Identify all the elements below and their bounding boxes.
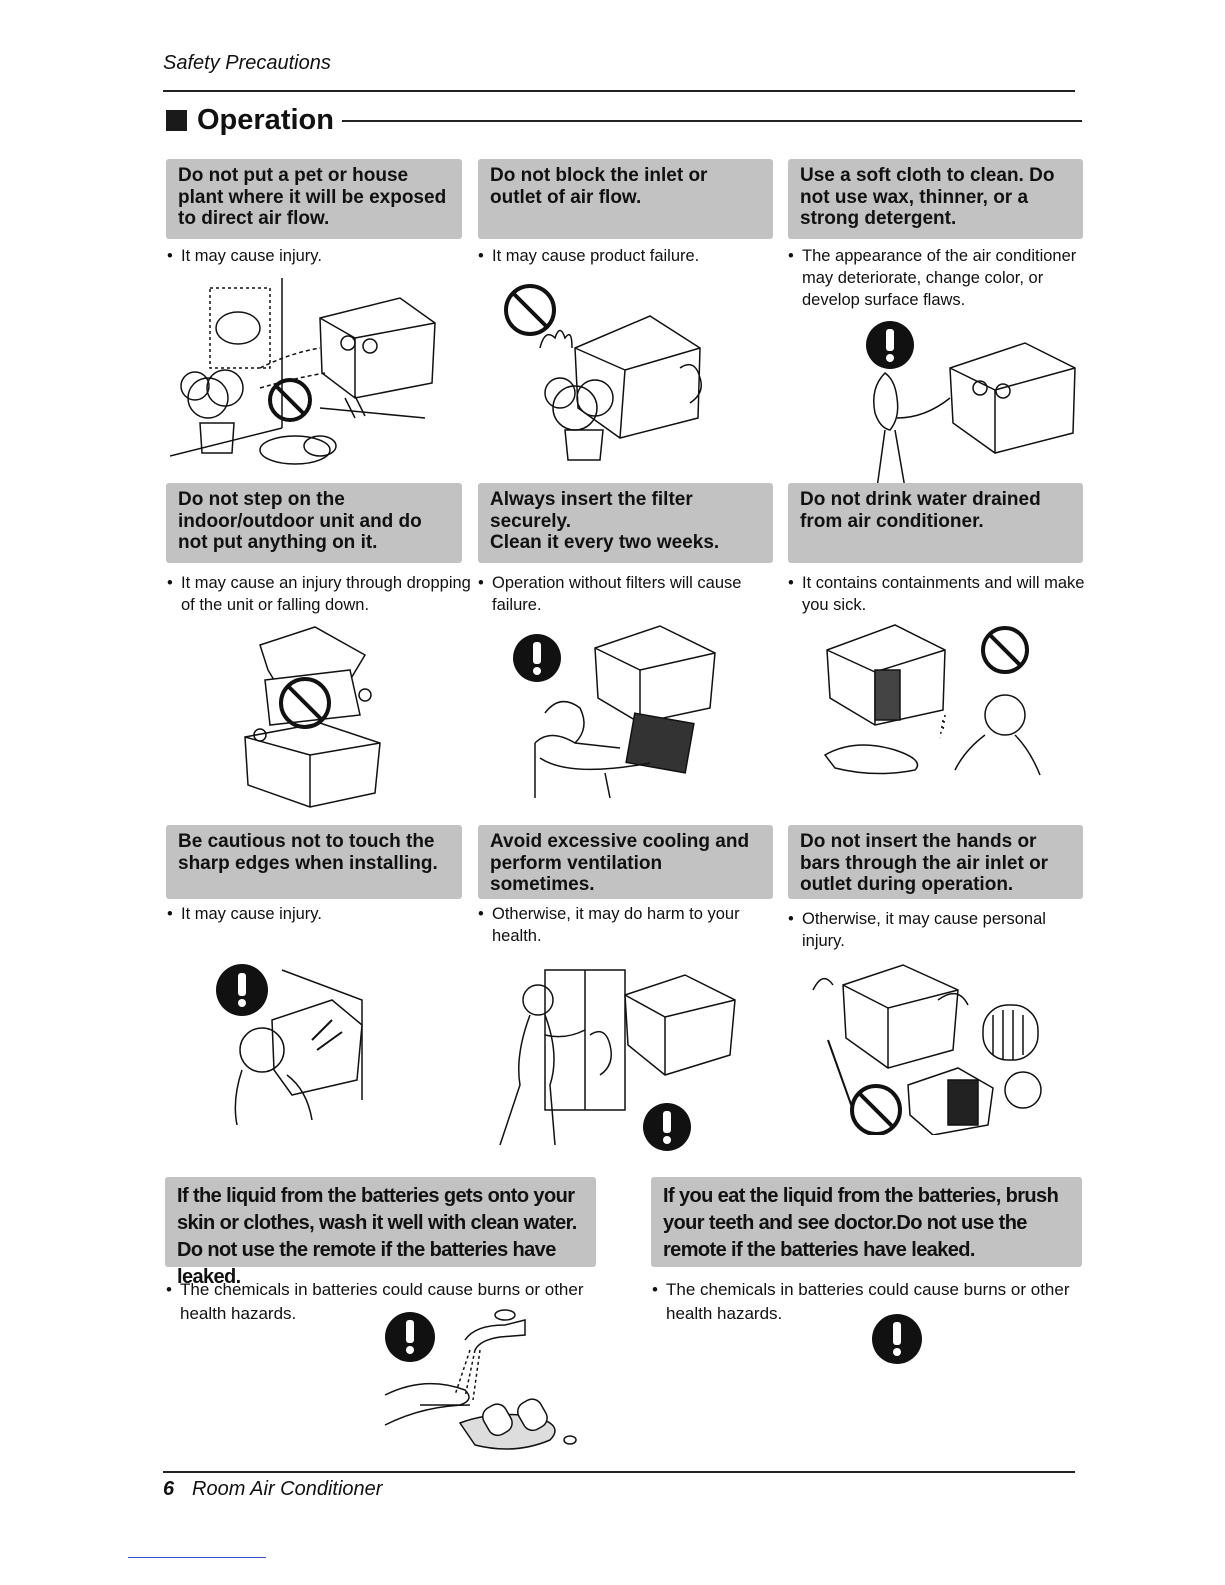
note-battery-skin: •The chemicals in batteries could cause … [166,1280,584,1323]
prohibited-icon [981,626,1029,674]
warning-heading-step-unit: Do not step on the indoor/outdoor unit a… [166,483,462,563]
note-filter: •Operation without filters will cause fa… [478,574,742,614]
caution-figure-battery-eat [870,1312,924,1366]
note-cooling: •Otherwise, it may do harm to your healt… [478,905,740,945]
illustration-block-airflow [500,278,720,468]
illustration-insert-hands [808,960,1048,1135]
footer-rule [163,1471,1075,1473]
illustration-clean-cloth [855,318,1085,488]
warning-heading-pet-plant: Do not put a pet or house plant where it… [166,159,462,239]
section-heading: Operation [166,100,334,140]
prohibited-icon [268,378,312,422]
header-rule [163,90,1075,92]
illustration-drink-water [815,620,1050,780]
note-insert-hands: •Otherwise, it may cause personal injury… [788,910,1046,950]
page-number: 6 [163,1478,175,1500]
footer-title: Room Air Conditioner [192,1478,383,1500]
note-drink-water: •It contains containments and will make … [788,574,1085,614]
illustration-filter [510,618,725,803]
warning-heading-battery-eat: If you eat the liquid from the batteries… [651,1177,1082,1267]
illustration-pet-plant [170,278,460,473]
illustration-sharp-edges [212,960,372,1130]
square-bullet-icon [166,109,187,131]
running-header: Safety Precautions [163,52,331,74]
warning-heading-clean-cloth: Use a soft cloth to clean. Do not use wa… [788,159,1083,239]
caution-icon [385,1312,435,1362]
warning-heading-insert-hands: Do not insert the hands or bars through … [788,825,1083,899]
warning-heading-drink-water: Do not drink water drained from air cond… [788,483,1083,563]
note-clean-cloth: •The appearance of the air conditioner m… [788,247,1077,309]
warning-heading-battery-skin: If the liquid from the batteries gets on… [165,1177,596,1288]
section-title: Operation [197,103,334,136]
warning-heading-cooling: Avoid excessive cooling and perform vent… [478,825,773,899]
warning-heading-filter: Always insert the filter securely. Clean… [478,483,773,563]
caution-icon [513,634,561,682]
caution-icon [643,1103,691,1151]
prohibited-icon [279,677,331,729]
bottom-link-underline [128,1557,266,1558]
section-rule [342,120,1082,122]
note-pet-plant: •It may cause injury. [167,247,322,265]
caution-icon [866,321,914,369]
illustration-wash-hands [375,1305,585,1465]
caution-icon [872,1314,922,1364]
warning-heading-block-airflow: Do not block the inlet or outlet of air … [478,159,773,239]
illustration-step-unit [240,625,390,810]
warning-heading-sharp-edges: Be cautious not to touch the sharp edges… [166,825,462,899]
note-battery-eat: •The chemicals in batteries could cause … [652,1280,1070,1323]
note-block-airflow: •It may cause product failure. [478,247,700,265]
note-sharp-edges: •It may cause injury. [167,905,322,923]
illustration-cooling [490,965,750,1155]
note-step-unit: •It may cause an injury through dropping… [167,574,471,614]
caution-icon [216,964,268,1016]
prohibited-icon [504,284,556,336]
prohibited-icon [850,1084,902,1135]
